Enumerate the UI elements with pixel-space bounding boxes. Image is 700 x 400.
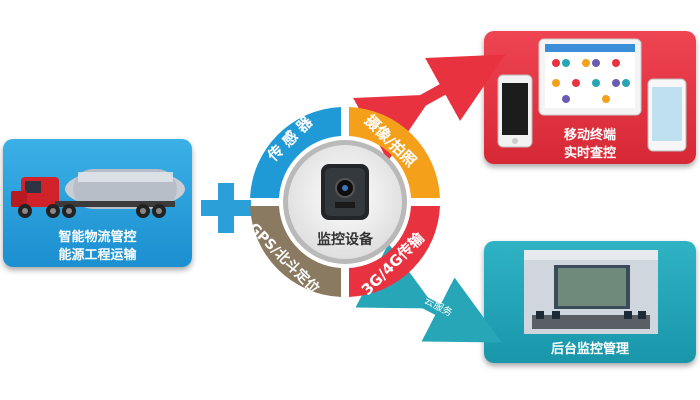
app-arrow — [353, 54, 506, 161]
mobile-devices-icon — [497, 38, 687, 152]
sensor-segment — [250, 107, 341, 198]
mobile-label-line2: 实时查控 — [563, 146, 616, 161]
logistics-label-line2: 能源工程运输 — [58, 248, 137, 263]
mobile-label-line1: 移动终端 — [563, 128, 616, 143]
cloud-arrow — [355, 243, 503, 343]
backend-panel: 后台监控管理 — [484, 241, 696, 363]
control-room-icon — [524, 250, 658, 334]
camera-segment — [349, 107, 440, 198]
mobile-panel: 移动终端 实时查控 — [484, 31, 696, 164]
gps-segment — [250, 206, 341, 297]
logistics-label-line1: 智能物流管控 — [58, 230, 137, 245]
monitor-device-icon — [321, 164, 369, 220]
logistics-panel: 智能物流管控 能源工程运输 — [3, 139, 192, 267]
network-segment — [349, 206, 440, 297]
center-label: 监控设备 — [317, 232, 373, 248]
backend-label: 后台监控管理 — [550, 342, 629, 357]
tanker-truck-icon — [11, 169, 185, 218]
